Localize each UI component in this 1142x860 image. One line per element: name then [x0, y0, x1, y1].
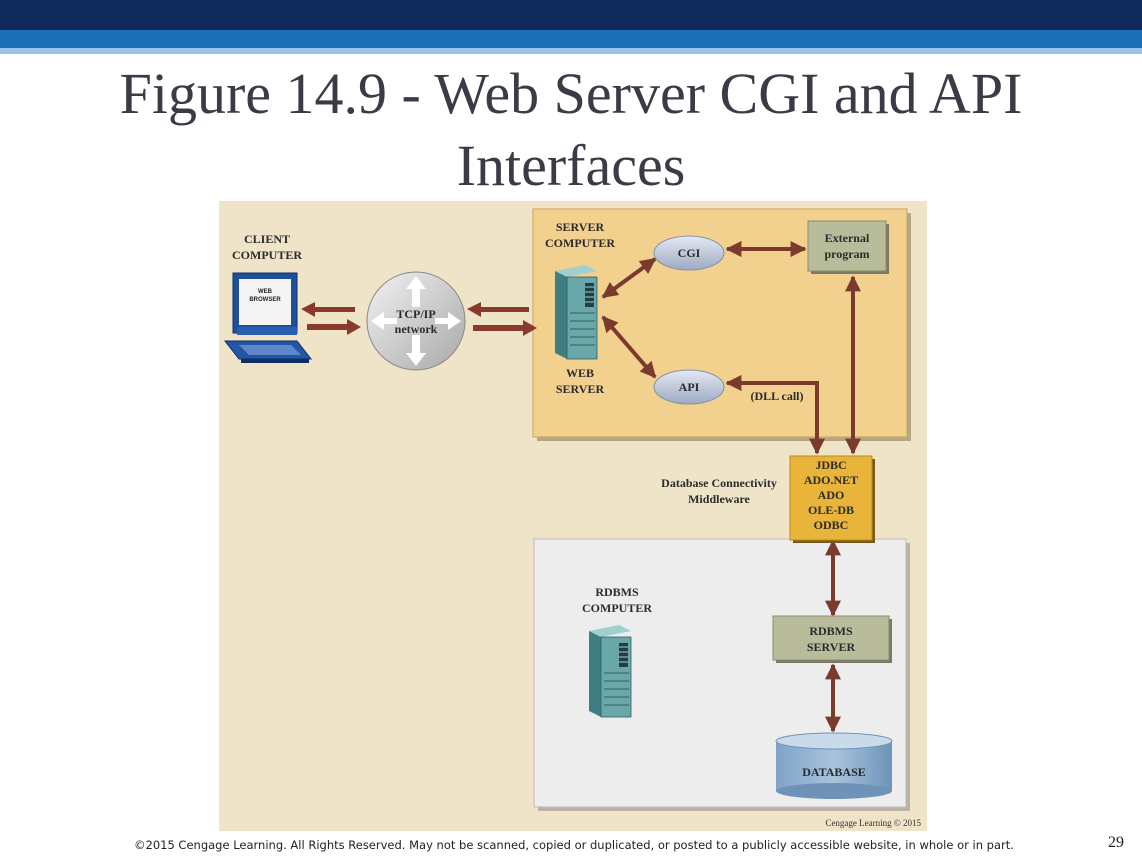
- web-browser-label-2: BROWSER: [249, 297, 281, 303]
- rdbms-server-label-2: SERVER: [807, 640, 856, 654]
- tcpip-label-1: TCP/IP: [396, 307, 435, 321]
- client-computer-label-1: CLIENT: [244, 232, 290, 246]
- server-computer-label-2: COMPUTER: [545, 236, 615, 250]
- server-arrows: [601, 241, 861, 733]
- header-band-dark: [0, 0, 1142, 30]
- middleware-label-2: Middleware: [688, 492, 750, 506]
- web-server-label-1: WEB: [566, 366, 594, 380]
- tcpip-network-icon: [366, 271, 466, 371]
- slide-title-line2: Interfaces: [456, 133, 686, 198]
- rdbms-server-box: [772, 615, 892, 663]
- middleware-box: [789, 455, 875, 543]
- network-server-arrows: [467, 302, 537, 336]
- copyright-footer: ©2015 Cengage Learning. All Rights Reser…: [134, 838, 1014, 852]
- header-band-blue: [0, 30, 1142, 48]
- middleware-item-adonet: ADO.NET: [804, 473, 858, 487]
- client-network-arrows: [301, 302, 361, 335]
- cgi-node: [653, 235, 725, 271]
- middleware-item-odbc: ODBC: [814, 518, 849, 532]
- middleware-item-oledb: OLE-DB: [808, 503, 854, 517]
- api-label: API: [679, 380, 700, 394]
- header-band-light: [0, 48, 1142, 54]
- middleware-item-jdbc: JDBC: [815, 458, 846, 472]
- middleware-item-ado: ADO: [818, 488, 845, 502]
- database-cylinder-icon: [775, 732, 893, 799]
- external-program-label-2: program: [824, 247, 869, 261]
- middleware-label-1: Database Connectivity: [661, 476, 777, 490]
- slide-title-line1: Figure 14.9 - Web Server CGI and API: [119, 61, 1023, 126]
- client-computer-icon: [223, 272, 313, 363]
- rdbms-computer-label-2: COMPUTER: [582, 601, 652, 615]
- rdbms-server-label-1: RDBMS: [809, 624, 853, 638]
- cgi-label: CGI: [678, 246, 701, 260]
- api-node: [653, 369, 725, 405]
- client-computer-label-2: COMPUTER: [232, 248, 302, 262]
- figure-diagram: SERVER COMPUTER RDBMS COMPUTER CLIENT CO…: [219, 201, 927, 831]
- page-number: 29: [1108, 834, 1124, 851]
- web-server-label-2: SERVER: [556, 382, 605, 396]
- rdbms-server-tower-icon: [589, 625, 632, 718]
- rdbms-computer-label-1: RDBMS: [595, 585, 639, 599]
- web-browser-label-1: WEB: [258, 289, 273, 295]
- web-server-tower-icon: [555, 265, 598, 360]
- database-label: DATABASE: [802, 765, 866, 779]
- diagram-canvas: SERVER COMPUTER RDBMS COMPUTER CLIENT CO…: [223, 208, 921, 828]
- external-program-box: [807, 220, 889, 274]
- external-program-label-1: External: [825, 231, 870, 245]
- dll-call-label: (DLL call): [751, 389, 804, 403]
- tcpip-label-2: network: [395, 322, 438, 336]
- server-computer-label-1: SERVER: [556, 220, 605, 234]
- slide-title: Figure 14.9 - Web Server CGI and API Int…: [0, 58, 1142, 202]
- figure-credit: Cengage Learning © 2015: [825, 818, 921, 828]
